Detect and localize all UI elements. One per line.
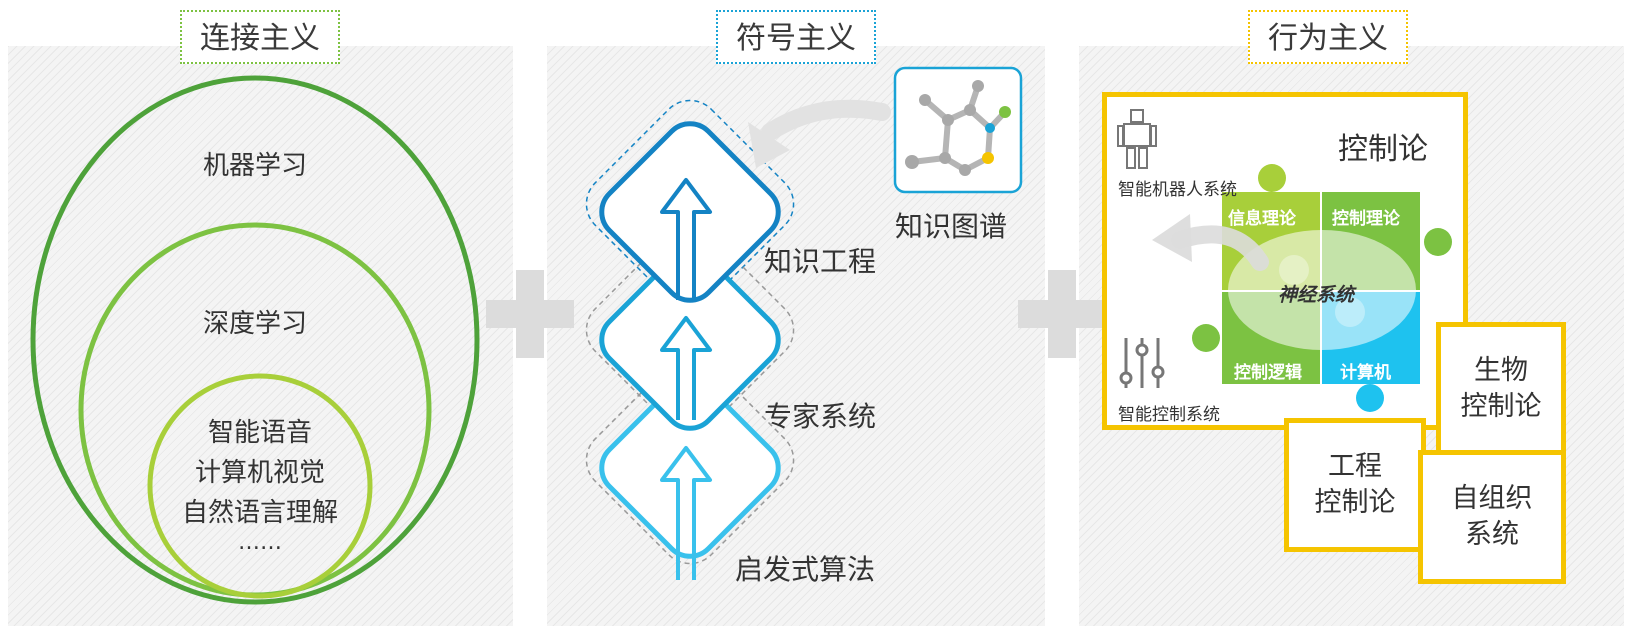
eng-cyber-line: 控制论 [1314, 487, 1396, 518]
puzzle-info-theory: 信息理论 [1228, 209, 1296, 229]
control-system-label: 智能控制系统 [1118, 405, 1220, 425]
expert-system-label: 专家系统 [764, 400, 877, 433]
bio-cyber-line: 控制论 [1460, 391, 1542, 422]
cybernetics-label: 控制论 [1338, 132, 1428, 167]
knowledge-graph-label: 知识图谱 [895, 210, 1008, 243]
plus-icon [486, 270, 574, 358]
puzzle-control-theory: 控制理论 [1332, 209, 1400, 229]
connectionism-title: 连接主义 [180, 10, 340, 64]
self-org-line: 自组织 [1451, 483, 1533, 514]
eng-cybernetics-box: 工程控制论 [1284, 418, 1426, 552]
self-org-line: 系统 [1465, 519, 1519, 550]
app-item: 自然语言理解 [181, 498, 338, 528]
puzzle-nervous-system: 神经系统 [1278, 284, 1355, 306]
self-org-box: 自组织系统 [1418, 450, 1566, 584]
puzzle-control-logic: 控制逻辑 [1234, 363, 1302, 383]
knowledge-engineering-label: 知识工程 [764, 245, 877, 278]
app-item: 计算机视觉 [194, 458, 325, 488]
behaviorism-title: 行为主义 [1248, 10, 1408, 64]
puzzle-computer: 计算机 [1340, 363, 1391, 383]
app-item: 智能语音 [207, 418, 312, 448]
symbolism-title: 符号主义 [716, 10, 876, 64]
heuristic-label: 启发式算法 [735, 553, 876, 586]
bio-cybernetics-box: 生物控制论 [1436, 322, 1566, 456]
bio-cyber-line: 生物 [1474, 355, 1528, 386]
symbolism-panel [547, 46, 1045, 626]
eng-cyber-line: 工程 [1328, 451, 1382, 482]
deep-learning-label: 深度学习 [202, 309, 307, 339]
plus-icon [1018, 270, 1106, 358]
robot-system-label: 智能机器人系统 [1118, 180, 1237, 200]
machine-learning-label: 机器学习 [202, 151, 307, 181]
app-item-ellipsis: …… [238, 530, 282, 555]
